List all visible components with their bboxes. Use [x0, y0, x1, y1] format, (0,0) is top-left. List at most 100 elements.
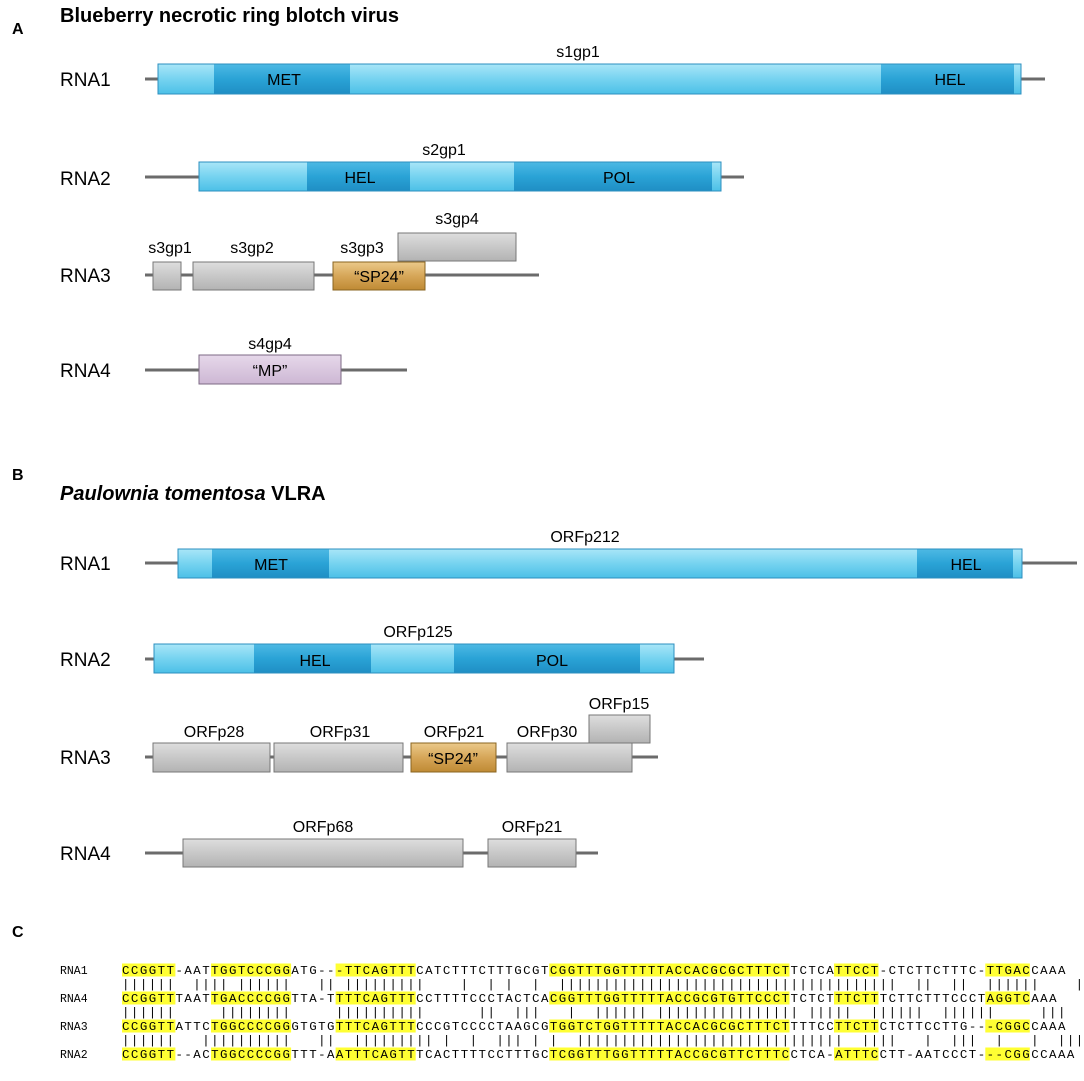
alignment-sequence-rna3: CCGGTTATTCTGGCCCCGGGTGTGTTTCAGTTTCCCGTCC… — [122, 1020, 1066, 1034]
alignment-label-rna3: RNA3 — [60, 1021, 88, 1034]
conserved-block-highlight — [985, 1047, 1030, 1061]
b-rna1: RNA1 MET HEL ORFp212 — [60, 529, 1077, 579]
alignment-sequence-rna2: CCGGTT--ACTGGCCCCGGTTT-AATTTCAGTTTCACTTT… — [122, 1048, 1075, 1062]
b-orfp30-orf — [506, 742, 633, 773]
panel-letter-c: C — [12, 924, 24, 941]
a-rna1-met-domain — [214, 64, 350, 94]
panel-b-title-suffix: VLRA — [266, 483, 326, 505]
conserved-block-highlight — [834, 1047, 879, 1061]
panel-b-title: Paulownia tomentosa VLRA — [60, 483, 326, 505]
b-rna1-hel-domain — [917, 549, 1013, 578]
a-rna1-hel-domain — [881, 64, 1014, 94]
a-rna1-gene-label: s1gp1 — [556, 44, 600, 61]
a-rna2-pol-label: POL — [603, 170, 635, 187]
b-orfp68-label: ORFp68 — [293, 819, 354, 836]
panel-a: A Blueberry necrotic ring blotch virus R… — [12, 5, 1045, 385]
a-rna2: RNA2 HEL POL s2gp1 — [60, 142, 744, 192]
conserved-block-highlight — [834, 963, 879, 977]
b-rna1-hel-label: HEL — [950, 557, 981, 574]
a-s3gp4-orf — [397, 232, 517, 262]
conserved-block-highlight — [549, 963, 790, 977]
panel-letter-a: A — [12, 21, 24, 38]
b-rna1-met-label: MET — [254, 557, 288, 574]
a-rna2-hel-label: HEL — [344, 170, 375, 187]
a-s3gp1-orf — [152, 261, 182, 291]
conserved-block-highlight — [335, 963, 416, 977]
b-orfp21-label: ORFp21 — [424, 724, 485, 741]
a-rna4: RNA4 s4gp4 “MP” — [60, 336, 407, 385]
a-s4gp4-orf — [198, 354, 342, 385]
conserved-block-highlight — [549, 1047, 790, 1061]
a-mp-label: “MP” — [253, 363, 288, 380]
sequence-alignment: RNA1 CCGGTT-AATTGGTCCCGGATG---TTCAGTTTCAT… — [60, 963, 1084, 1062]
alignment-label-rna4: RNA4 — [60, 993, 88, 1006]
a-rna4-label: RNA4 — [60, 361, 111, 382]
panel-c: C RNA1 CCGGTT-AATTGGTCCCGGATG---TTCAGTTTC… — [12, 924, 1084, 1062]
a-s3gp1-label: s3gp1 — [148, 240, 192, 257]
panel-b: B Paulownia tomentosa VLRA RNA1 MET HEL … — [12, 467, 1077, 868]
conserved-block-highlight — [985, 963, 1030, 977]
conserved-block-highlight — [834, 1019, 879, 1033]
a-rna3-label: RNA3 — [60, 266, 111, 287]
a-rna1-label: RNA1 — [60, 70, 111, 91]
a-rna2-label: RNA2 — [60, 169, 111, 190]
b-rna3-label: RNA3 — [60, 748, 111, 769]
a-rna3: RNA3 s3gp1 s3gp2 s3gp3 s3gp4 “SP24” — [60, 211, 539, 291]
alignment-label-rna1: RNA1 — [60, 965, 88, 978]
alignment-match-line: |||||| |||||||||| || ||||||||| | | ||| |… — [122, 1034, 1084, 1048]
a-s3gp3-label: s3gp3 — [340, 240, 384, 257]
conserved-block-highlight — [122, 1047, 176, 1061]
b-rna1-label: RNA1 — [60, 554, 111, 575]
b-orfp21-orf — [410, 742, 497, 773]
conserved-block-highlight — [549, 991, 790, 1005]
a-s3gp4-label: s3gp4 — [435, 211, 479, 228]
b-orfp31-label: ORFp31 — [310, 724, 371, 741]
a-s3gp2-orf — [192, 261, 315, 291]
b-rna2-hel-label: HEL — [299, 653, 330, 670]
b-rna4: RNA4 ORFp68 ORFp21 — [60, 819, 598, 868]
a-rna2-hel-domain — [307, 162, 410, 191]
a-s3gp3-orf — [332, 261, 426, 291]
b-rna4-label: RNA4 — [60, 844, 111, 865]
alignment-match-line: |||||| |||| |||||| || ||||||||| | | | | … — [122, 978, 1084, 992]
conserved-block-highlight — [211, 991, 292, 1005]
b-rna2-pol-label: POL — [536, 653, 568, 670]
panel-letter-b: B — [12, 467, 24, 484]
conserved-block-highlight — [549, 1019, 790, 1033]
conserved-block-highlight — [122, 963, 176, 977]
conserved-block-highlight — [122, 1019, 176, 1033]
b-rna4-orfp21-label: ORFp21 — [502, 819, 563, 836]
conserved-block-highlight — [122, 991, 176, 1005]
b-orfp30-label: ORFp30 — [517, 724, 578, 741]
b-orfp15-orf — [588, 714, 651, 744]
b-rna2: RNA2 HEL POL ORFp125 — [60, 624, 704, 674]
conserved-block-highlight — [834, 991, 879, 1005]
alignment-sequence-rna4: CCGGTTTAATTGACCCCGGTTA-TTTTCAGTTTCCTTTTC… — [122, 992, 1057, 1006]
conserved-block-highlight — [211, 963, 292, 977]
b-orfp15-label: ORFp15 — [589, 696, 650, 713]
b-rna4-orfp21-orf — [487, 838, 577, 868]
b-orfp28-label: ORFp28 — [184, 724, 245, 741]
panel-b-title-species: Paulownia tomentosa — [60, 483, 266, 505]
a-rna1: RNA1 MET HEL s1gp1 — [60, 44, 1045, 95]
conserved-block-highlight — [985, 991, 1030, 1005]
b-rna1-met-domain — [212, 549, 329, 578]
conserved-block-highlight — [335, 1047, 416, 1061]
a-rna2-pol-domain — [514, 162, 712, 191]
b-orfp68-orf — [182, 838, 464, 868]
a-sp24-label: “SP24” — [354, 269, 404, 286]
b-rna1-gene-label: ORFp212 — [550, 529, 619, 546]
a-s3gp2-label: s3gp2 — [230, 240, 274, 257]
conserved-block-highlight — [985, 1019, 1030, 1033]
b-rna2-gene-label: ORFp125 — [383, 624, 452, 641]
alignment-sequence-rna1: CCGGTT-AATTGGTCCCGGATG---TTCAGTTTCATCTTT… — [122, 964, 1066, 978]
a-rna1-hel-label: HEL — [934, 72, 965, 89]
b-rna3: RNA3 ORFp28 ORFp31 ORFp21 ORFp30 ORFp15 … — [60, 696, 658, 773]
b-rna2-hel-domain — [254, 644, 371, 673]
b-rna2-label: RNA2 — [60, 650, 111, 671]
a-s4gp4-label: s4gp4 — [248, 336, 292, 353]
b-rna2-pol-domain — [454, 644, 640, 673]
panel-a-title: Blueberry necrotic ring blotch virus — [60, 5, 399, 27]
